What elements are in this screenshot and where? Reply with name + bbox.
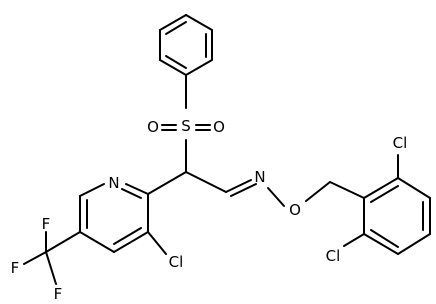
nitrogen-pyridine-label: N: [108, 174, 119, 192]
oxygen-oxime-label: O: [289, 201, 301, 219]
fluorine-bottom-label: F: [54, 285, 63, 303]
fluorine-top-label: F: [42, 215, 51, 233]
fluorine-left-label: F: [11, 259, 20, 277]
oxygen-sulfonyl-right-label: O: [213, 118, 225, 136]
sulfur-sulfonyl-label: S: [181, 117, 191, 135]
chlorine-pyridine-label: Cl: [169, 253, 184, 271]
chlorine-benzyl-top-label: Cl: [393, 134, 408, 152]
oxygen-sulfonyl-left-label: O: [147, 118, 159, 136]
chlorine-benzyl-bottom-label: Cl: [326, 247, 341, 265]
atom-labels: N Cl F F F O S O N O Cl Cl: [11, 117, 408, 303]
nitrogen-oxime-label: N: [254, 168, 265, 186]
bonds: [23, 14, 431, 285]
